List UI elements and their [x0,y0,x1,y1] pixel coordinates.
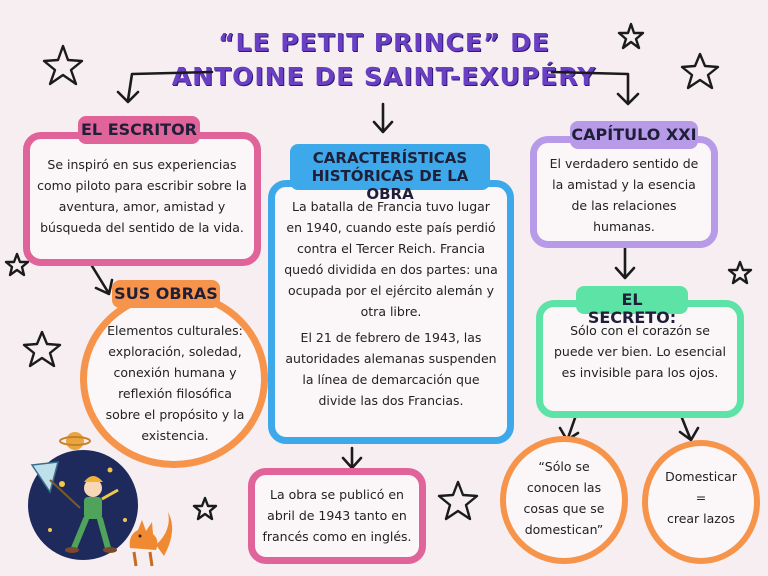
star-icon [437,480,479,521]
little-prince-illustration [28,432,138,560]
domesticar-circle [642,440,760,564]
capitulo-text: El verdadero sentido de la amistad y la … [549,156,699,234]
quote-circle [500,436,628,564]
publicacion-box [248,468,426,564]
star-icon [727,260,753,285]
secreto-text: Sólo con el corazón se puede ver bien. L… [554,323,726,380]
arrow-secreto-to-quote [566,416,577,440]
obras-label: SUS OBRAS [112,280,220,308]
star-icon [680,52,720,90]
title-line-1: “LE PETIT PRINCE” DE [218,28,550,57]
fox-illustration [129,512,173,567]
caracteristicas-label-line2: HISTÓRICAS DE LA OBRA [311,167,469,203]
star-icon [4,252,30,277]
caracteristicas-label-line1: CARACTERÍSTICAS [312,149,468,167]
domesticar-line1: Domesticar [665,469,737,484]
arrow-secreto-to-domesticar [680,416,692,440]
capitulo-label: CAPÍTULO XXI [570,121,698,149]
publicacion-text: La obra se publicó en abril de 1943 tant… [262,487,412,544]
title-line-2: ANTOINE DE SAINT-EXUPÉRY [171,62,597,91]
secreto-label: EL SECRETO: [576,286,688,327]
caracteristicas-label: CARACTERÍSTICAS HISTÓRICAS DE LA OBRA [290,144,490,203]
escritor-label: EL ESCRITOR [78,116,200,144]
star-icon [617,22,645,50]
star-icon [192,496,218,521]
quote-text: “Sólo se conocen las cosas que se domest… [523,459,605,537]
caracteristicas-text-p1: La batalla de Francia tuvo lugar en 1940… [284,199,498,319]
domesticar-text: Domesticar = crear lazos [652,466,750,529]
domesticar-line2: = [695,490,707,505]
domesticar-line3: crear lazos [666,511,736,526]
obras-text: Elementos culturales: exploración, soled… [105,323,245,443]
caracteristicas-text-p2: El 21 de febrero de 1943, las autoridade… [285,330,497,408]
arrow-title-to-capitulo [550,70,630,104]
secreto-box [536,300,744,418]
escritor-text: Se inspiró en sus experiencias como pilo… [37,157,247,235]
star-icon [22,330,62,368]
star-icon [42,44,84,86]
arrow-title-to-escritor [126,70,214,102]
arrow-escritor-to-obras [90,264,110,294]
